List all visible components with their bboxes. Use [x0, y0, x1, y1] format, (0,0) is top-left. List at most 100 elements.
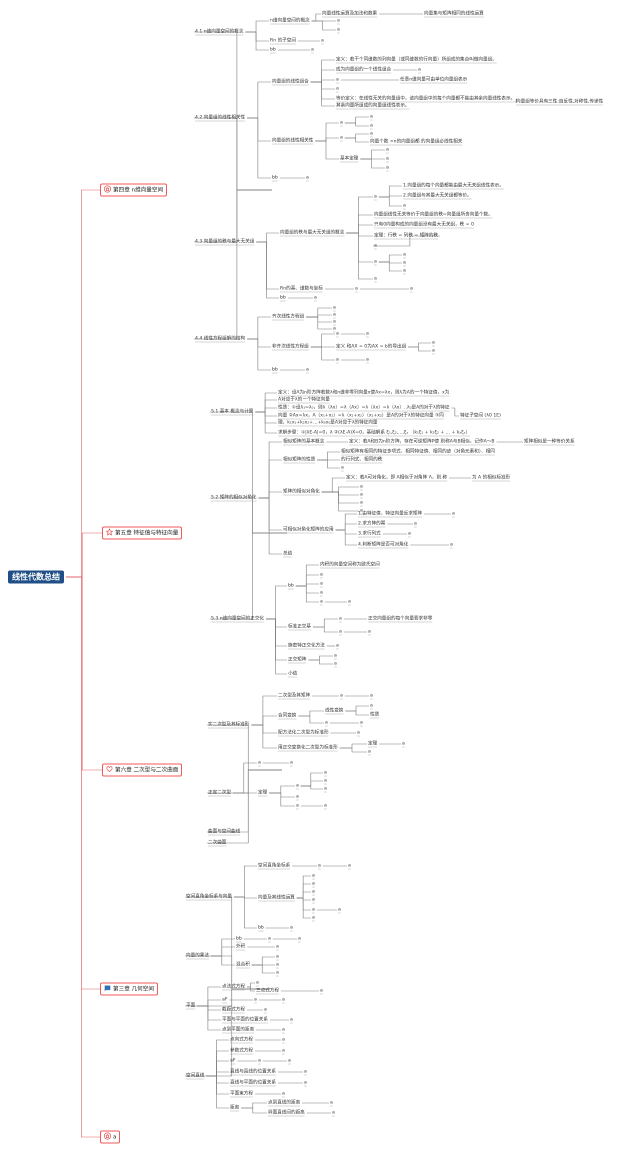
- mindmap-node-ch3-s4-a[interactable]: 点向式方程: [230, 1037, 253, 1043]
- mindmap-node-ch5-s3-d-1[interactable]: a: [334, 653, 337, 659]
- mindmap-node-ch3-s3-e[interactable]: 点到平面的距离: [222, 1027, 255, 1033]
- mindmap-node-ch3-s1-b-5-1[interactable]: a: [338, 907, 341, 913]
- mindmap-node-ch6-s2-a-1[interactable]: a: [290, 760, 293, 766]
- mindmap-node-ch4-s2-a-5-1[interactable]: 向量组等价具有三性:自反性,对称性,传递性: [516, 99, 604, 105]
- mindmap-node-ch5-s2-e[interactable]: 总结: [283, 551, 293, 557]
- mindmap-node-ch4-s3-a-1-1[interactable]: 1.向量组的每个向量都能由最大无关组线性表示。: [403, 183, 504, 189]
- mindmap-node-ch5-s1-2b[interactable]: 向量 ②Ax=λx，A（x₁+x₂）=λ（x₁+x₂）（x₁+x₂）是A的对于λ…: [278, 413, 444, 419]
- mindmap-node-ch5-s2-d-3-1[interactable]: a: [408, 531, 411, 537]
- mindmap-node-ch5-s2-d-4-1[interactable]: a: [450, 542, 453, 548]
- mindmap-node-ch4-s3-a-4-1[interactable]: a: [374, 243, 377, 249]
- chapter-6-node[interactable]: 第六章 二次型与二次曲面: [102, 763, 183, 777]
- mindmap-node-ch3-s1-b-4[interactable]: a: [312, 897, 315, 903]
- mindmap-node-ch5-s2-d-2[interactable]: 2.求方阵的幂: [358, 521, 386, 527]
- mindmap-node-ch4-s1-a[interactable]: n维向量空间的概念: [270, 18, 310, 24]
- mindmap-node-ch3-s1-b-2[interactable]: a: [312, 881, 315, 887]
- mindmap-node-ch5-s2-c-5[interactable]: a: [360, 508, 363, 514]
- mindmap-node-ch4-s2-b[interactable]: 向量组的线性相关性: [272, 138, 314, 144]
- mindmap-node-ch6-s1-b-1-2[interactable]: 性质: [370, 712, 380, 718]
- mindmap-node-ch4-s3-b-1-1[interactable]: a: [410, 286, 413, 292]
- mindmap-node-ch4-s4[interactable]: 4.4 线性方程组解的结构: [195, 336, 246, 342]
- mindmap-node-ch3-s4-f-1[interactable]: a: [282, 1091, 285, 1097]
- mindmap-node-ch4-s2-b-3[interactable]: 基本定理: [340, 156, 359, 162]
- mindmap-node-ch4-s1-a-2[interactable]: a: [337, 18, 340, 24]
- mindmap-node-ch5-s3-a[interactable]: bb: [288, 583, 294, 589]
- mindmap-node-ch5-s2-b-2[interactable]: a: [341, 465, 344, 471]
- mindmap-node-ch3-s4-e[interactable]: 直线与平面的位置关系: [230, 1080, 276, 1086]
- mindmap-node-ch3-s4-g-2[interactable]: 异面直线间的距离: [268, 1110, 305, 1116]
- mindmap-node-ch5-s1-2[interactable]: 性质：①设λ₁=λ₀，则λ（λx）=λ（Ax）=λ（λx）=λ（λx）..λ₀是…: [278, 405, 450, 411]
- mindmap-node-ch4-s2-b-2-2[interactable]: 向量个数 >n的向量组都 的向量组必线性相关: [370, 139, 463, 145]
- chapter-3-node[interactable]: 第三章 几何空间: [100, 982, 158, 996]
- mindmap-node-ch4-s2-b-1[interactable]: a: [340, 120, 343, 126]
- mindmap-node-ch3-s2-b-1[interactable]: a: [276, 944, 279, 950]
- mindmap-node-ch4-s3-a-3[interactable]: 只有0向量构成的向量组没有最大无关组，秩 = 0: [374, 222, 474, 228]
- mindmap-node-ch3-s3-e-1[interactable]: a: [282, 1027, 285, 1033]
- mindmap-node-ch3-s1-a[interactable]: 空间直角坐标系: [258, 863, 291, 869]
- mindmap-node-ch6-s2-b-1-2[interactable]: a: [324, 778, 327, 784]
- mindmap-node-ch4-s4-b-2-2[interactable]: a: [432, 348, 435, 354]
- mindmap-node-ch4-s2-a-4[interactable]: a: [336, 86, 339, 92]
- mindmap-node-ch5-s2-c-1[interactable]: 定义：若A可对角化，即 A相似于对角阵 Λ，则 称: [346, 475, 448, 481]
- mindmap-node-ch3-s3-a-2[interactable]: 三点式方程: [256, 988, 279, 994]
- mindmap-node-ch4-s3-a-1[interactable]: a: [374, 194, 377, 200]
- mindmap-node-ch6-s1-d-1-1[interactable]: a: [402, 741, 405, 747]
- mindmap-node-ch6-s2-b-1-3[interactable]: a: [324, 786, 327, 792]
- mindmap-node-ch4-s4-b[interactable]: 非齐次线性方程组: [272, 344, 309, 350]
- mindmap-node-ch4-s4-c[interactable]: bb: [272, 367, 278, 373]
- mindmap-node-ch3-s3-c[interactable]: 截距式方程: [222, 1007, 245, 1013]
- mindmap-node-ch4-s2-a-2[interactable]: 成为向量组的一个线性组合: [336, 67, 392, 73]
- mindmap-node-ch4-s2-a[interactable]: 向量组的线性组合: [272, 79, 309, 85]
- mindmap-node-ch4-s2[interactable]: 4.2 向量组的线性相关性: [195, 115, 246, 121]
- mindmap-node-ch4-s4-b-1[interactable]: a: [336, 331, 339, 337]
- mindmap-node-ch5-s2-c[interactable]: 矩阵的相似对角化: [283, 489, 320, 495]
- mindmap-node-ch4-s3-c[interactable]: bb: [280, 295, 286, 301]
- mindmap-node-ch4-s3-a-5-2[interactable]: a: [403, 260, 406, 266]
- mindmap-node-ch3-s3-a-1[interactable]: a: [256, 980, 259, 986]
- mindmap-node-ch4-s4-a-1[interactable]: a: [333, 305, 336, 311]
- mindmap-node-ch5-s2-a-1[interactable]: 定义：若A和B为n阶方阵，存在可逆矩阵P使 则称A与B相似，记作A～B: [349, 439, 495, 445]
- mindmap-node-ch3-s4-d[interactable]: 直线与直线的位置关系: [230, 1069, 276, 1075]
- mindmap-node-ch5-s2-d-4[interactable]: 4.判断矩阵是否可对角化: [358, 542, 409, 548]
- mindmap-node-ch4-s4-b-1-1[interactable]: a: [366, 331, 369, 337]
- mindmap-node-ch4-s1-c[interactable]: bb: [270, 47, 276, 53]
- mindmap-node-ch6-s1-c[interactable]: 配方法化二次型为标准形: [278, 730, 329, 736]
- mindmap-node-ch4-s3-a-4[interactable]: 定理：行秩 = 列秩 = 矩阵的秩: [374, 233, 439, 239]
- mindmap-node-ch4-s4-c-1[interactable]: a: [306, 367, 309, 373]
- mindmap-node-ch5-s2-c-3[interactable]: a: [360, 492, 363, 498]
- mindmap-node-ch5-s2-a[interactable]: 相似矩阵的基本概念: [283, 439, 325, 445]
- mindmap-node-ch4-s4-a-2[interactable]: a: [333, 312, 336, 318]
- mindmap-node-ch6-s2-b-3[interactable]: a: [296, 803, 299, 809]
- mindmap-node-ch5-s2-a-1-1[interactable]: 矩阵相似是一种等价关系: [524, 439, 575, 445]
- mindmap-node-ch5-s2-b-1b[interactable]: 的行列式、相同的秩: [341, 457, 383, 463]
- mindmap-node-ch5-s1-2c[interactable]: 理，k₁x₁+k₂x₂+...+k₀x₀是A对应于λ的特征向量: [278, 420, 378, 426]
- mindmap-node-ch3-s4-e-1[interactable]: a: [304, 1080, 307, 1086]
- mindmap-node-ch4-s3-a-6[interactable]: a: [374, 276, 377, 282]
- mindmap-node-ch6-s1-c-1[interactable]: a: [357, 730, 360, 736]
- mindmap-node-ch3-s4-d-1[interactable]: a: [304, 1069, 307, 1075]
- root-node[interactable]: 线性代数总结: [8, 570, 64, 584]
- mindmap-node-ch3-s1-b-3[interactable]: a: [312, 889, 315, 895]
- mindmap-node-ch6-s1-a-1-1[interactable]: a: [370, 693, 373, 699]
- mindmap-node-ch4-s3-a[interactable]: 向量组的秩与最大无关组的概念: [280, 230, 345, 236]
- mindmap-node-ch6-s1-b-2-1[interactable]: a: [360, 720, 363, 726]
- mindmap-node-ch5-s1-3[interactable]: 求解步骤：①|λE-A|=0，λ ②(λE-A)X=0，基础解系 ξ₁,ξ₂,.…: [278, 430, 471, 436]
- mindmap-node-ch4-s4-b-2[interactable]: 定义 和AX = 0为AX = b的导出组: [336, 344, 407, 350]
- mindmap-node-ch5-s3-b-2[interactable]: a: [339, 629, 342, 635]
- mindmap-node-ch3-s1-b-1[interactable]: a: [312, 873, 315, 879]
- mindmap-node-ch4-s3-c-1[interactable]: a: [314, 295, 317, 301]
- mindmap-node-ch3-s4-g-1-1[interactable]: a: [330, 1100, 333, 1106]
- mindmap-node-ch5-s3-d[interactable]: 正交矩阵: [288, 657, 307, 663]
- mindmap-node-ch3-s4-b[interactable]: 参数式方程: [230, 1048, 253, 1054]
- mindmap-node-ch3-s1-c[interactable]: bb: [258, 925, 264, 931]
- mindmap-node-ch6-s1[interactable]: 实二次型及其标准形: [208, 722, 250, 728]
- mindmap-node-ch3-s1-b[interactable]: 向量及其线性运算: [258, 895, 295, 901]
- mindmap-node-ch6-s2-b[interactable]: 定理: [258, 790, 268, 796]
- mindmap-node-ch5-s3-b-1-1[interactable]: 正交向量组的每个向量要求非零: [368, 616, 433, 622]
- mindmap-node-ch4-s2-a-1[interactable]: 定义：若干个同维数的列向量（或同维数的行向量）所组成的集合叫做向量组。: [336, 57, 497, 63]
- mindmap-node-ch3-s2-c[interactable]: 混合积: [236, 962, 250, 968]
- mindmap-node-ch6-s1-b-2[interactable]: a: [325, 720, 328, 726]
- mindmap-node-ch4-s1-c-1[interactable]: a: [311, 47, 314, 53]
- mindmap-node-ch5-s3-c[interactable]: 施密特正交化方法: [288, 643, 325, 649]
- mindmap-node-ch3-s3-c-1[interactable]: a: [264, 1007, 267, 1013]
